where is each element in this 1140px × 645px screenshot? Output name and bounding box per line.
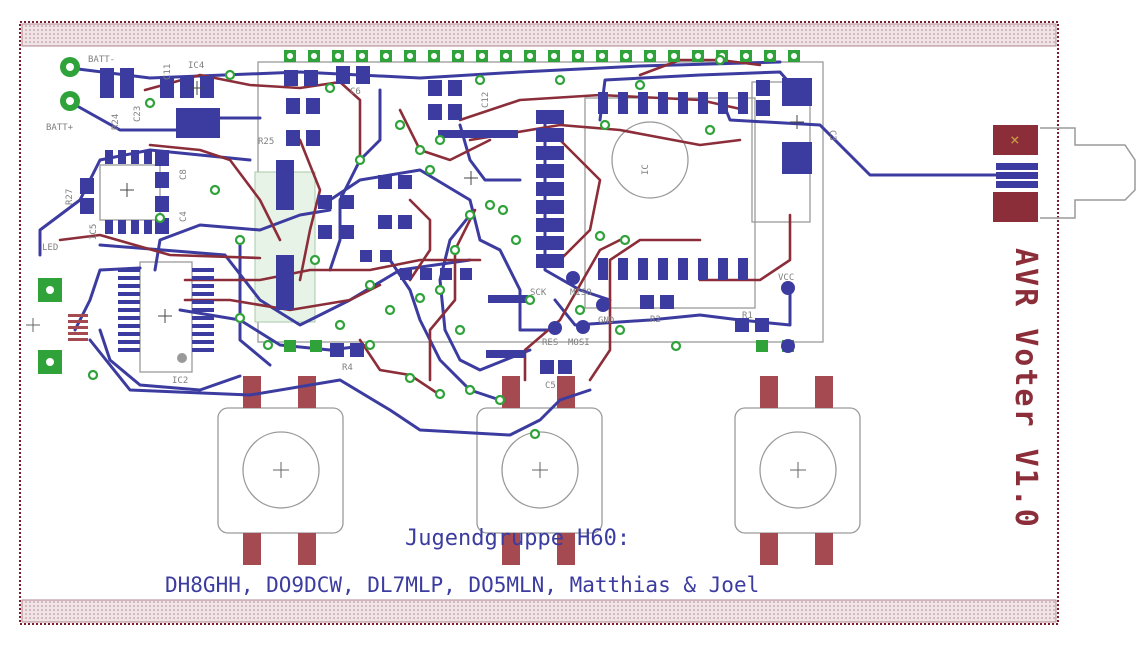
label-c4: C4 [179,211,189,222]
credit-line-2: DH8GHH, DO9DCW, DL7MLP, DO5MLN, Matthias… [165,573,759,597]
label-batt-pos: BATT+ [46,123,74,133]
pin1-marker [177,353,187,363]
label-r2: R2 [650,315,661,325]
label-gnd: GND [598,316,614,326]
label-c3: C3 [827,130,837,141]
label-ic4: IC4 [188,61,204,71]
label-res: RES [542,338,558,348]
label-c5: C5 [545,381,556,391]
label-miso: MISO [570,288,592,298]
label-ic1: IC [641,164,651,175]
header-pins-top [284,50,800,62]
origin-marks [120,81,804,323]
through-hole-pads [38,57,80,374]
label-ic2: IC2 [172,376,188,386]
label-ic5: IC5 [89,224,99,240]
label-mosi: MOSI [568,338,590,348]
svg-text:×: × [1010,130,1020,149]
keepout-top [21,23,1057,47]
ic5-outline [99,164,161,221]
label-c12: C12 [481,92,491,108]
label-led: LED [42,243,58,253]
test-points [548,271,795,353]
smd-components [80,66,812,374]
label-batt-neg: BATT- [88,55,115,65]
board-title: AVR Voter V1.0 [1008,248,1043,529]
polarity-marks [26,314,88,341]
credit-line-1: Jugendgruppe H60: [405,526,630,551]
label-r1: R1 [742,311,753,321]
button-3[interactable] [734,376,861,565]
label-r25: R25 [258,137,274,147]
label-sck: SCK [530,288,547,298]
label-c23: C23 [133,106,143,122]
keepout-bottom [21,599,1057,623]
label-c8: C8 [179,169,189,180]
buzzer-outline [611,121,689,199]
label-r4: R4 [342,363,353,373]
label-r24: R24 [111,114,121,130]
usb-connector: × [993,125,1136,222]
vias [87,54,726,440]
label-c11: C11 [163,64,173,80]
silkscreen-labels: BATT- BATT+ IC4 IC2 IC5 LED VCC GND MISO… [42,55,837,391]
label-r27: R27 [65,189,75,205]
label-vcc: VCC [778,273,794,283]
button-1[interactable] [217,376,344,565]
label-c6: C6 [350,87,361,97]
